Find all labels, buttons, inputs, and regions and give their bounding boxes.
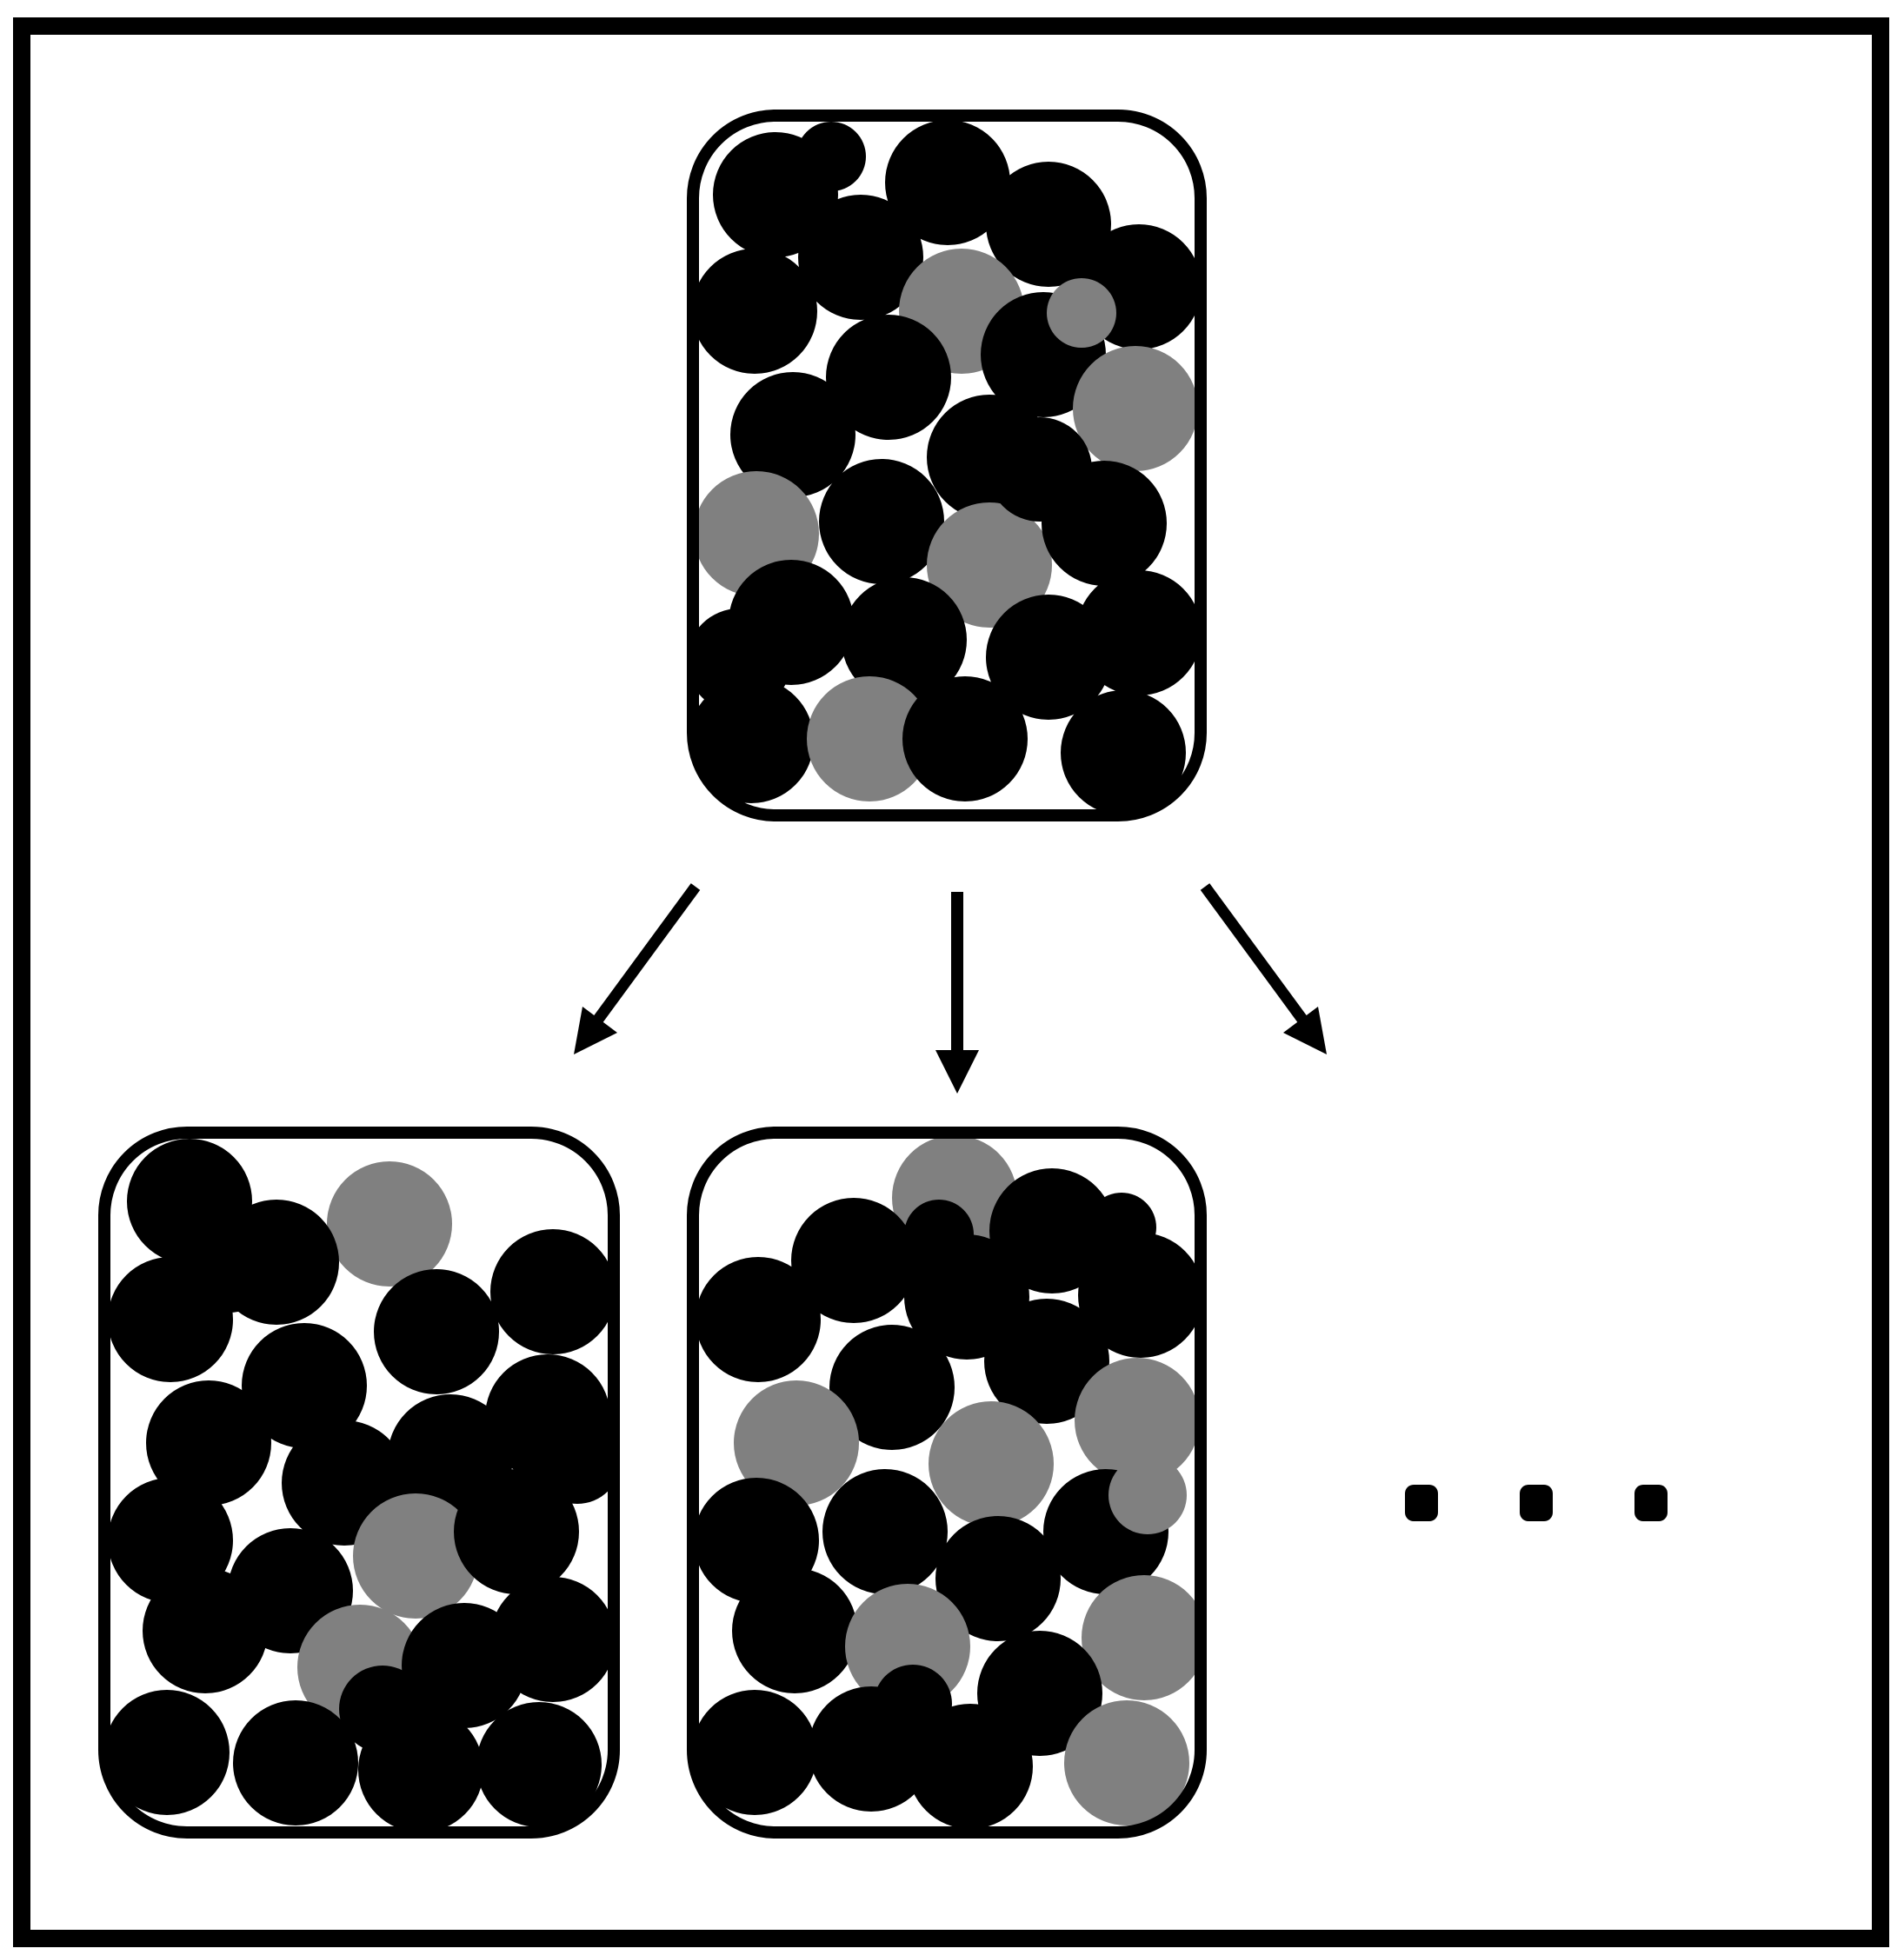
ball-dark — [693, 249, 817, 374]
ball-dark — [822, 1469, 948, 1594]
ball-dark — [902, 676, 1028, 801]
ball-dark — [186, 1226, 273, 1313]
ellipsis-dot — [1634, 1485, 1668, 1521]
ball-dark — [693, 608, 791, 713]
sample-container-2 — [687, 1127, 1207, 1839]
ball-light — [1075, 1358, 1200, 1483]
ball-light — [1082, 1575, 1201, 1700]
sample-container-1 — [98, 1127, 620, 1839]
ball-dark — [1076, 570, 1201, 695]
ball-dark — [988, 417, 1092, 522]
ball-dark — [935, 1516, 1061, 1641]
sample-2-balls — [693, 1135, 1201, 1829]
ball-dark — [339, 1666, 426, 1752]
ball-dark — [1061, 690, 1186, 815]
arrow-right — [1200, 883, 1327, 1054]
ball-light — [734, 1380, 859, 1506]
ball-dark — [986, 162, 1111, 287]
ball-dark — [989, 1168, 1115, 1293]
ball-light — [1064, 1700, 1189, 1825]
ball-dark — [104, 1690, 230, 1815]
ball-dark — [732, 1568, 857, 1693]
ball-dark — [829, 1325, 955, 1450]
ball-dark — [146, 1380, 271, 1506]
ball-dark — [1078, 1233, 1201, 1358]
ball-light — [1108, 1456, 1187, 1534]
ellipsis-dot — [1520, 1485, 1553, 1521]
ball-dark — [842, 577, 967, 702]
ball-dark — [908, 1704, 1033, 1829]
ball-dark — [490, 1577, 614, 1702]
arrow-left — [574, 883, 701, 1054]
ball-dark — [693, 678, 814, 803]
outer-frame — [13, 17, 1889, 1947]
ball-light — [929, 1401, 1054, 1526]
ball-dark — [143, 1568, 268, 1693]
ball-dark — [476, 1702, 602, 1827]
ball-dark — [454, 1469, 579, 1594]
ball-light — [1047, 278, 1116, 348]
ball-dark — [696, 1257, 821, 1382]
ball-dark — [826, 315, 951, 440]
sample-container-2-outline — [687, 1127, 1207, 1839]
ball-dark — [1087, 1193, 1156, 1262]
ball-light — [807, 676, 932, 801]
ball-dark — [693, 1690, 817, 1815]
ball-dark — [730, 372, 855, 497]
ball-dark — [984, 1299, 1109, 1424]
ball-dark — [490, 1229, 614, 1354]
ball-dark — [534, 1417, 614, 1504]
ball-dark — [242, 1323, 367, 1448]
ball-dark — [819, 459, 944, 584]
source-balls — [693, 120, 1201, 815]
ball-dark — [796, 122, 866, 191]
ball-dark — [233, 1700, 358, 1825]
ellipsis — [1405, 1485, 1668, 1521]
ball-light — [327, 1161, 452, 1287]
ball-dark — [791, 1198, 916, 1323]
ball-dark — [874, 1665, 952, 1743]
sample-container-1-outline — [98, 1127, 620, 1839]
ball-dark — [904, 1200, 974, 1269]
ball-light — [1073, 346, 1198, 471]
ball-dark — [798, 195, 923, 320]
arrows — [574, 883, 1327, 1094]
ball-dark — [374, 1269, 499, 1394]
arrow-center — [935, 892, 979, 1094]
ball-dark — [885, 120, 1010, 245]
ellipsis-dot — [1405, 1485, 1438, 1521]
ball-light — [927, 502, 1052, 628]
source-container-outline — [687, 110, 1207, 821]
source-container — [687, 110, 1207, 821]
ball-light — [353, 1493, 478, 1619]
sample-1-balls — [104, 1139, 614, 1832]
